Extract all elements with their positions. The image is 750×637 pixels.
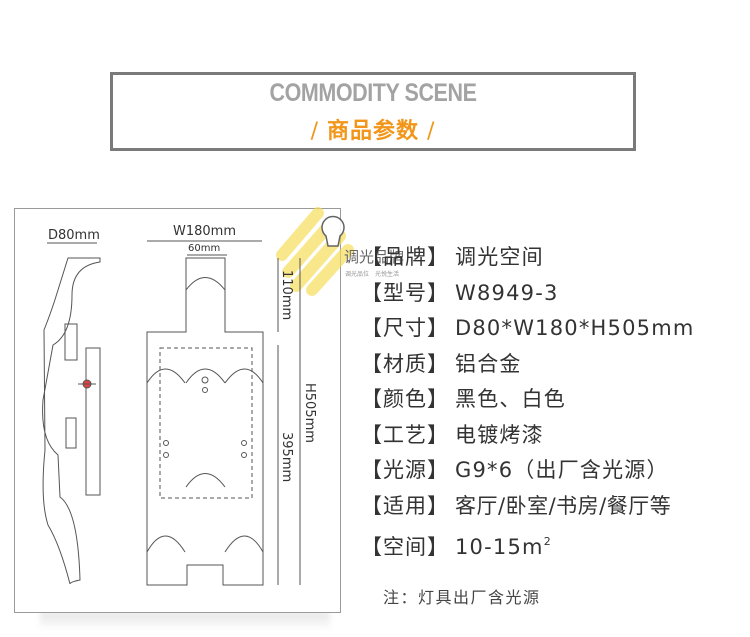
depth-dimension-label: D80mm <box>48 228 100 243</box>
spec-label: 【型号】 <box>361 280 449 305</box>
spec-row-model: 【型号】W8949-3 <box>361 276 750 312</box>
front-view <box>146 240 301 586</box>
side-view <box>42 242 101 585</box>
bulb-icon <box>321 215 345 247</box>
mount-span-dimension-label: 395mm <box>279 432 294 482</box>
header-slash-right: / <box>427 119 436 144</box>
spec-row-color: 【颜色】黑色、白色 <box>361 382 750 418</box>
header-box: COMMODITY SCENE / 商品参数 / <box>110 72 636 151</box>
spec-value: W8949-3 <box>455 280 559 305</box>
spec-value: D80*W180*H505mm <box>455 316 695 340</box>
spec-value: 电镀烤漆 <box>455 422 544 447</box>
spec-label: 【材质】 <box>361 351 449 376</box>
spec-value: 调光空间 <box>455 245 544 269</box>
spec-value: 10-15m2 <box>455 535 552 559</box>
spec-label: 【空间】 <box>361 535 449 559</box>
spec-row-light-source: 【光源】G9*6（出厂含光源） <box>361 453 750 489</box>
header-slash-left: / <box>310 119 319 144</box>
drawing-shadow <box>40 612 330 630</box>
spec-label: 【尺寸】 <box>361 316 449 340</box>
spec-list: 【品牌】调光空间 【型号】W8949-3 【尺寸】D80*W180*H505mm… <box>361 240 750 560</box>
spec-value: 黑色、白色 <box>455 387 566 411</box>
inner-width-dimension-label: 60mm <box>188 243 220 254</box>
spec-value-area: 10-15m <box>455 535 544 559</box>
spec-row-brand: 【品牌】调光空间 <box>361 240 750 276</box>
spec-label: 【工艺】 <box>361 422 449 447</box>
spec-row-usage: 【适用】客厅/卧室/书房/餐厅等 <box>361 489 750 525</box>
spec-value-sup: 2 <box>543 535 552 548</box>
header-title-en: COMMODITY SCENE <box>269 79 477 107</box>
header-title-cn: / 商品参数 / <box>113 113 633 145</box>
spec-value: G9*6（出厂含光源） <box>455 458 669 482</box>
spec-label: 【品牌】 <box>361 245 449 269</box>
light-source-note: 注：灯具出厂含光源 <box>383 588 541 607</box>
watermark-brand: 调光品牌 <box>344 248 404 266</box>
header-title-cn-text: 商品参数 <box>326 119 419 144</box>
width-dimension-label: W180mm <box>173 224 236 239</box>
spec-row-space: 【空间】10-15m2 <box>361 524 750 560</box>
spec-row-size: 【尺寸】D80*W180*H505mm <box>361 311 750 347</box>
spec-label: 【适用】 <box>361 493 449 518</box>
spec-label: 【光源】 <box>361 458 449 482</box>
spec-row-process: 【工艺】电镀烤漆 <box>361 418 750 454</box>
spec-row-material: 【材质】铝合金 <box>361 347 750 383</box>
spec-value: 铝合金 <box>455 351 522 376</box>
top-offset-dimension-label: 110mm <box>279 270 294 320</box>
watermark-tagline: 调光品位 光悦生活 <box>345 270 399 278</box>
spec-label: 【颜色】 <box>361 387 449 411</box>
watermark-logo: 调光品牌 调光品位 光悦生活 <box>276 207 404 296</box>
height-dimension-label: H505mm <box>302 383 317 443</box>
spec-value: 客厅/卧室/书房/餐厅等 <box>455 493 672 518</box>
